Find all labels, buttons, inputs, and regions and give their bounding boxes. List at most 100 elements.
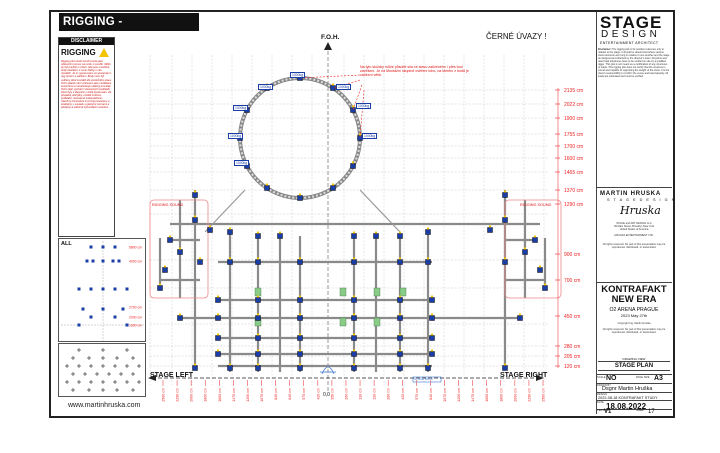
brand-stage: STAGE: [600, 13, 663, 32]
overview-point: [65, 380, 69, 384]
motor-load-label: 1000kg: [290, 72, 306, 78]
mini-motor: [77, 287, 81, 291]
mini-motor: [101, 287, 105, 291]
disclaimer-panel: DISCLAIMER RIGGING Rigging plot slouží s…: [58, 37, 115, 237]
all-view-dimension: 1300 cm: [129, 324, 142, 328]
motor-load-label: 1000kg: [336, 84, 352, 90]
mini-motor: [113, 245, 117, 249]
english-disclaimer-text: The rigging plot is for position referen…: [598, 48, 670, 78]
foh-label: F.O.H.: [321, 34, 340, 41]
mini-motor: [85, 259, 89, 263]
designer-subtitle: S T A G E D E S I G N: [607, 198, 676, 202]
drawing-view-label: DRAWING VIEW: [622, 357, 646, 361]
event-date: 2023 May 27th: [620, 313, 648, 318]
page-size-label: PAGE SIZE: [636, 376, 650, 379]
mini-motor: [113, 315, 117, 319]
mini-motor: [117, 259, 121, 263]
overview-point: [101, 348, 105, 352]
overview-point: [77, 348, 81, 352]
overview-point: [95, 372, 99, 376]
mini-motor: [101, 259, 105, 263]
scale-label: SCALE: [597, 376, 606, 379]
mini-motor: [89, 287, 93, 291]
rigging-sound-right: RIGGING SOUND: [520, 203, 552, 207]
event-copyright: Copyright Ing. Martin Hruska: [617, 322, 651, 325]
mini-motor: [111, 259, 115, 263]
sheet-label: SHEET: [636, 409, 645, 412]
overview-point: [77, 364, 81, 368]
scale-row: SCALE NO PAGE SIZE A3: [596, 374, 672, 383]
title-block: [596, 12, 672, 414]
overview-point: [113, 380, 117, 384]
rigging-text: RIGGING: [61, 48, 96, 57]
mini-motor: [125, 323, 129, 327]
design-row: DESIGN 2022-08-18 KONTRAFAKT STUDY: [596, 392, 672, 400]
drawn-by-label: DRAWN BY: [597, 384, 611, 387]
motor-load-label: 1000kg: [234, 160, 250, 166]
mini-motor: [91, 259, 95, 263]
design-label: DESIGN: [597, 393, 607, 396]
overview-diagram: [65, 348, 141, 392]
overview-point: [71, 372, 75, 376]
mini-motor: [121, 307, 125, 311]
all-view-dimension: 4000 cm: [129, 260, 142, 264]
stage-right-label: STAGE RIGHT: [500, 372, 548, 379]
overview-point: [131, 356, 135, 360]
event-title-2: NEW ERA: [611, 294, 657, 305]
sheet-value: 17: [648, 409, 655, 415]
stage-left-label: STAGE LEFT: [150, 372, 194, 379]
overview-point: [83, 372, 87, 376]
overview-point: [131, 388, 135, 392]
all-view-dimension: 5800 cm: [129, 246, 142, 250]
rigging-sound-left: RIGGING SOUND: [152, 203, 184, 207]
overview-point: [125, 364, 129, 368]
red-warning-note: Na tyto stožáry může působit síla ve sta…: [360, 65, 469, 78]
version-value: V1: [604, 409, 612, 415]
brand-design: DESIGN: [601, 29, 661, 40]
motor-load-label: 1000kg: [228, 133, 244, 139]
overview-point: [101, 364, 105, 368]
website-link[interactable]: www.martinhruska.com: [68, 402, 141, 409]
scale-value: NO: [606, 375, 617, 382]
drawn-by-value: Dsgnr Martin Hruška: [602, 386, 653, 392]
english-disclaimer-title: Disclaimer:: [598, 48, 612, 51]
overview-point: [101, 380, 105, 384]
overview-point: [101, 388, 105, 392]
stage-back-label: STAGE BACK: [414, 377, 433, 381]
overview-point: [137, 380, 141, 384]
company-legal: All rights reserved. No part of this pre…: [602, 243, 666, 250]
motor-load-label: 1000kg: [362, 133, 378, 139]
cerne-uvazy-note: ČERNÉ ÚVAZY !: [486, 32, 547, 41]
overview-point: [71, 388, 75, 392]
mini-motor: [101, 245, 105, 249]
date-label: DATE: [597, 401, 604, 404]
date-row: DATE 18.08.2022: [596, 400, 672, 411]
motor-load-label: 1000kg: [356, 103, 372, 109]
drawing-view-value: STAGE PLAN: [598, 361, 670, 371]
overview-point: [115, 388, 119, 392]
drawing-title: RIGGING - CHAINHOISTE: [59, 13, 199, 46]
brand-subtitle: ENTERTAINMENT ARCHITECT: [600, 41, 659, 45]
overview-point: [89, 380, 93, 384]
motor-load-label: 1000kg: [258, 84, 274, 90]
rigging-label: RIGGING: [59, 45, 114, 60]
divider: [596, 187, 672, 188]
divider: [596, 282, 672, 283]
overview-point: [71, 356, 75, 360]
overview-point: [101, 356, 105, 360]
overview-point: [125, 380, 129, 384]
mini-motor: [89, 245, 93, 249]
event-legal: All rights reserved. No part of this pre…: [602, 328, 666, 335]
designer-signature: Hruska: [620, 204, 661, 217]
disclaimer-text: Rigging plot slouží slouží pouze jako re…: [61, 60, 112, 110]
disclaimer-title: DISCLAIMER: [59, 38, 114, 45]
overview-point: [65, 364, 69, 368]
mini-motor: [125, 287, 129, 291]
overview-point: [87, 388, 91, 392]
version-row: VERSION V1 SHEET 17: [596, 409, 672, 415]
mini-motor: [81, 307, 85, 311]
overview-point: [119, 372, 123, 376]
overview-panel: [58, 343, 146, 397]
